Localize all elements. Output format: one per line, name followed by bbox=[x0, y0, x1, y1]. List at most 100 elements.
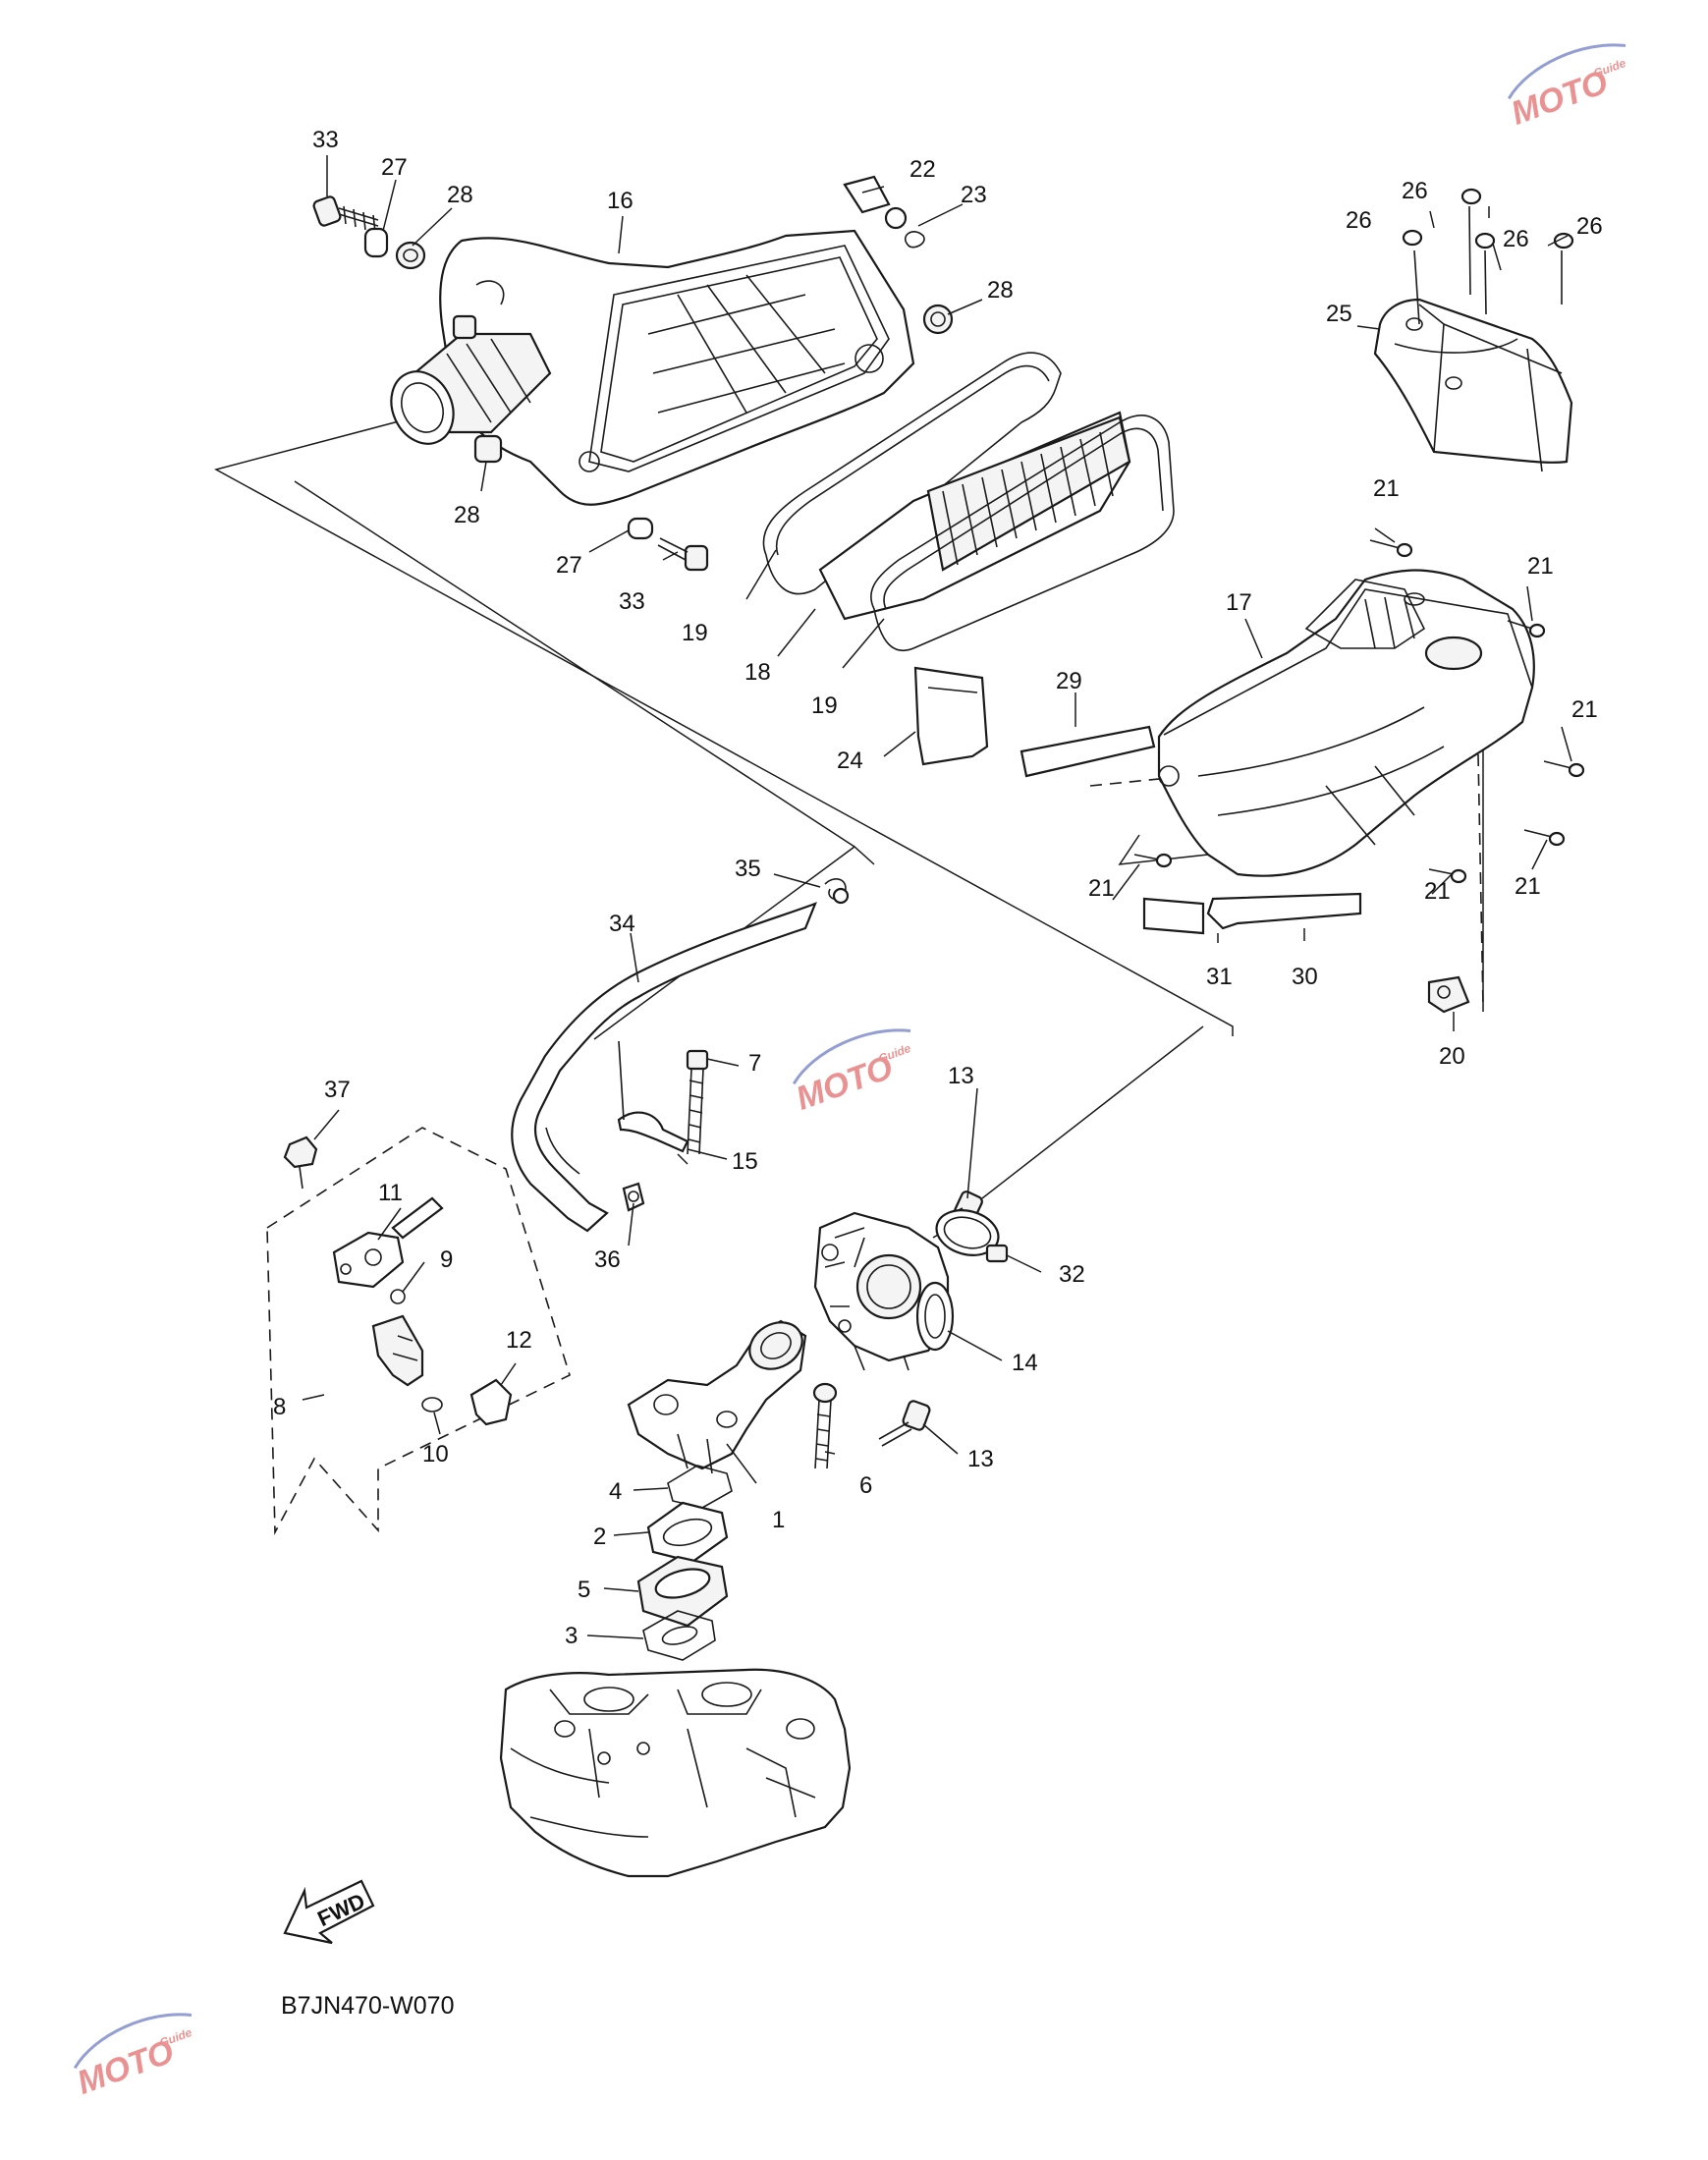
callout-7: 7 bbox=[748, 1050, 761, 1077]
holder-12 bbox=[469, 1378, 513, 1426]
callout-30: 30 bbox=[1292, 964, 1318, 990]
cover-25 bbox=[1373, 298, 1573, 464]
hose-clamp-32 bbox=[935, 1209, 1009, 1263]
callout-21: 21 bbox=[1515, 873, 1541, 900]
callout-21: 21 bbox=[1424, 878, 1451, 905]
callout-28: 28 bbox=[447, 182, 473, 208]
grommet-28-top bbox=[395, 241, 426, 270]
spacer-2 bbox=[646, 1501, 729, 1564]
collar-27-bottom bbox=[627, 517, 654, 540]
callout-33: 33 bbox=[619, 588, 645, 615]
callout-22: 22 bbox=[909, 156, 936, 183]
o-ring-9 bbox=[390, 1289, 406, 1304]
diagram-code: B7JN470-W070 bbox=[281, 1992, 454, 2020]
screw-33-top bbox=[312, 195, 379, 233]
callout-27: 27 bbox=[381, 154, 408, 181]
gasket-4 bbox=[667, 1465, 733, 1509]
callout-23: 23 bbox=[961, 182, 987, 208]
callout-24: 24 bbox=[837, 748, 863, 774]
callout-26: 26 bbox=[1503, 226, 1529, 252]
callout-labels: 33 27 28 16 22 23 28 26 26 26 26 25 28 2… bbox=[273, 127, 1603, 1649]
bolt-6 bbox=[812, 1382, 838, 1469]
leader-lines bbox=[302, 155, 1572, 1639]
callout-35: 35 bbox=[735, 856, 761, 882]
clip-22-23 bbox=[843, 175, 925, 249]
watermark-logo-middle: MOTO Guide bbox=[792, 1028, 913, 1118]
o-ring-10 bbox=[421, 1397, 443, 1412]
clip-36 bbox=[622, 1182, 645, 1212]
callout-33: 33 bbox=[312, 127, 339, 153]
drain-plug-20 bbox=[1427, 975, 1470, 1014]
callout-26: 26 bbox=[1346, 207, 1372, 234]
callout-11: 11 bbox=[378, 1180, 403, 1206]
seal-19-inner bbox=[870, 415, 1175, 651]
callout-15: 15 bbox=[732, 1148, 758, 1175]
callout-26: 26 bbox=[1402, 178, 1428, 204]
callout-21: 21 bbox=[1088, 875, 1115, 902]
callout-5: 5 bbox=[578, 1577, 590, 1603]
collar-27-top bbox=[363, 227, 389, 258]
screws-26 bbox=[1402, 188, 1574, 472]
seal-19-outer bbox=[762, 352, 1062, 595]
callout-18: 18 bbox=[744, 659, 771, 686]
sponge-31 bbox=[1142, 897, 1205, 935]
breather-hose-34 bbox=[511, 902, 817, 1233]
callout-20: 20 bbox=[1439, 1043, 1465, 1070]
bolt-37 bbox=[283, 1135, 318, 1190]
cylinder-head bbox=[499, 1668, 852, 1878]
grommet-28-bottom bbox=[473, 434, 503, 464]
callout-6: 6 bbox=[859, 1472, 872, 1499]
insulator-5 bbox=[636, 1555, 729, 1628]
callout-19: 19 bbox=[811, 692, 838, 719]
sensor-11 bbox=[332, 1196, 444, 1289]
callout-1: 1 bbox=[772, 1507, 785, 1533]
hose-clip-35 bbox=[824, 878, 850, 905]
intake-manifold-1 bbox=[627, 1319, 807, 1474]
callout-25: 25 bbox=[1326, 301, 1352, 327]
callout-8: 8 bbox=[273, 1394, 286, 1420]
callout-2: 2 bbox=[593, 1523, 606, 1550]
callout-9: 9 bbox=[440, 1246, 453, 1273]
callout-21: 21 bbox=[1373, 475, 1400, 502]
bolt-7 bbox=[686, 1049, 709, 1155]
callout-37: 37 bbox=[324, 1077, 351, 1103]
callout-13: 13 bbox=[948, 1063, 974, 1089]
callout-16: 16 bbox=[607, 188, 634, 214]
injector-12 bbox=[371, 1314, 424, 1387]
callout-4: 4 bbox=[609, 1478, 622, 1505]
callout-28: 28 bbox=[987, 277, 1014, 304]
sponge-30 bbox=[1206, 892, 1362, 930]
callout-19: 19 bbox=[682, 620, 708, 646]
callout-13: 13 bbox=[967, 1446, 994, 1472]
air-box-case bbox=[390, 229, 915, 506]
watermark-sub: Guide bbox=[157, 2025, 193, 2050]
air-filter-element-18 bbox=[818, 411, 1131, 621]
sponge-29 bbox=[1019, 725, 1156, 778]
screw-33-bottom bbox=[657, 537, 709, 572]
air-box-case-17 bbox=[1157, 569, 1535, 877]
callout-29: 29 bbox=[1056, 668, 1082, 694]
callout-12: 12 bbox=[506, 1327, 532, 1354]
watermark-logo-top: MOTO Guide bbox=[1507, 43, 1628, 133]
callout-32: 32 bbox=[1059, 1261, 1085, 1288]
callout-31: 31 bbox=[1206, 964, 1233, 990]
screw-13-bottom bbox=[878, 1400, 931, 1447]
fwd-arrow-icon: FWD bbox=[283, 1879, 375, 1945]
grommet-28-right bbox=[922, 304, 954, 335]
callout-26: 26 bbox=[1576, 213, 1603, 240]
screws-21 bbox=[1133, 539, 1585, 884]
callout-3: 3 bbox=[565, 1623, 578, 1649]
callout-28: 28 bbox=[454, 502, 480, 528]
bracket-15 bbox=[617, 1040, 689, 1153]
callout-21: 21 bbox=[1571, 696, 1598, 723]
gasket-3 bbox=[642, 1610, 716, 1661]
sponge-24 bbox=[913, 666, 989, 766]
watermark-sub: Guide bbox=[1591, 56, 1627, 81]
watermark-sub: Guide bbox=[876, 1041, 912, 1066]
throttle-body-14 bbox=[813, 1211, 955, 1371]
callout-21: 21 bbox=[1527, 553, 1554, 580]
callout-36: 36 bbox=[594, 1246, 621, 1273]
callout-17: 17 bbox=[1226, 589, 1252, 616]
callout-10: 10 bbox=[422, 1441, 449, 1468]
